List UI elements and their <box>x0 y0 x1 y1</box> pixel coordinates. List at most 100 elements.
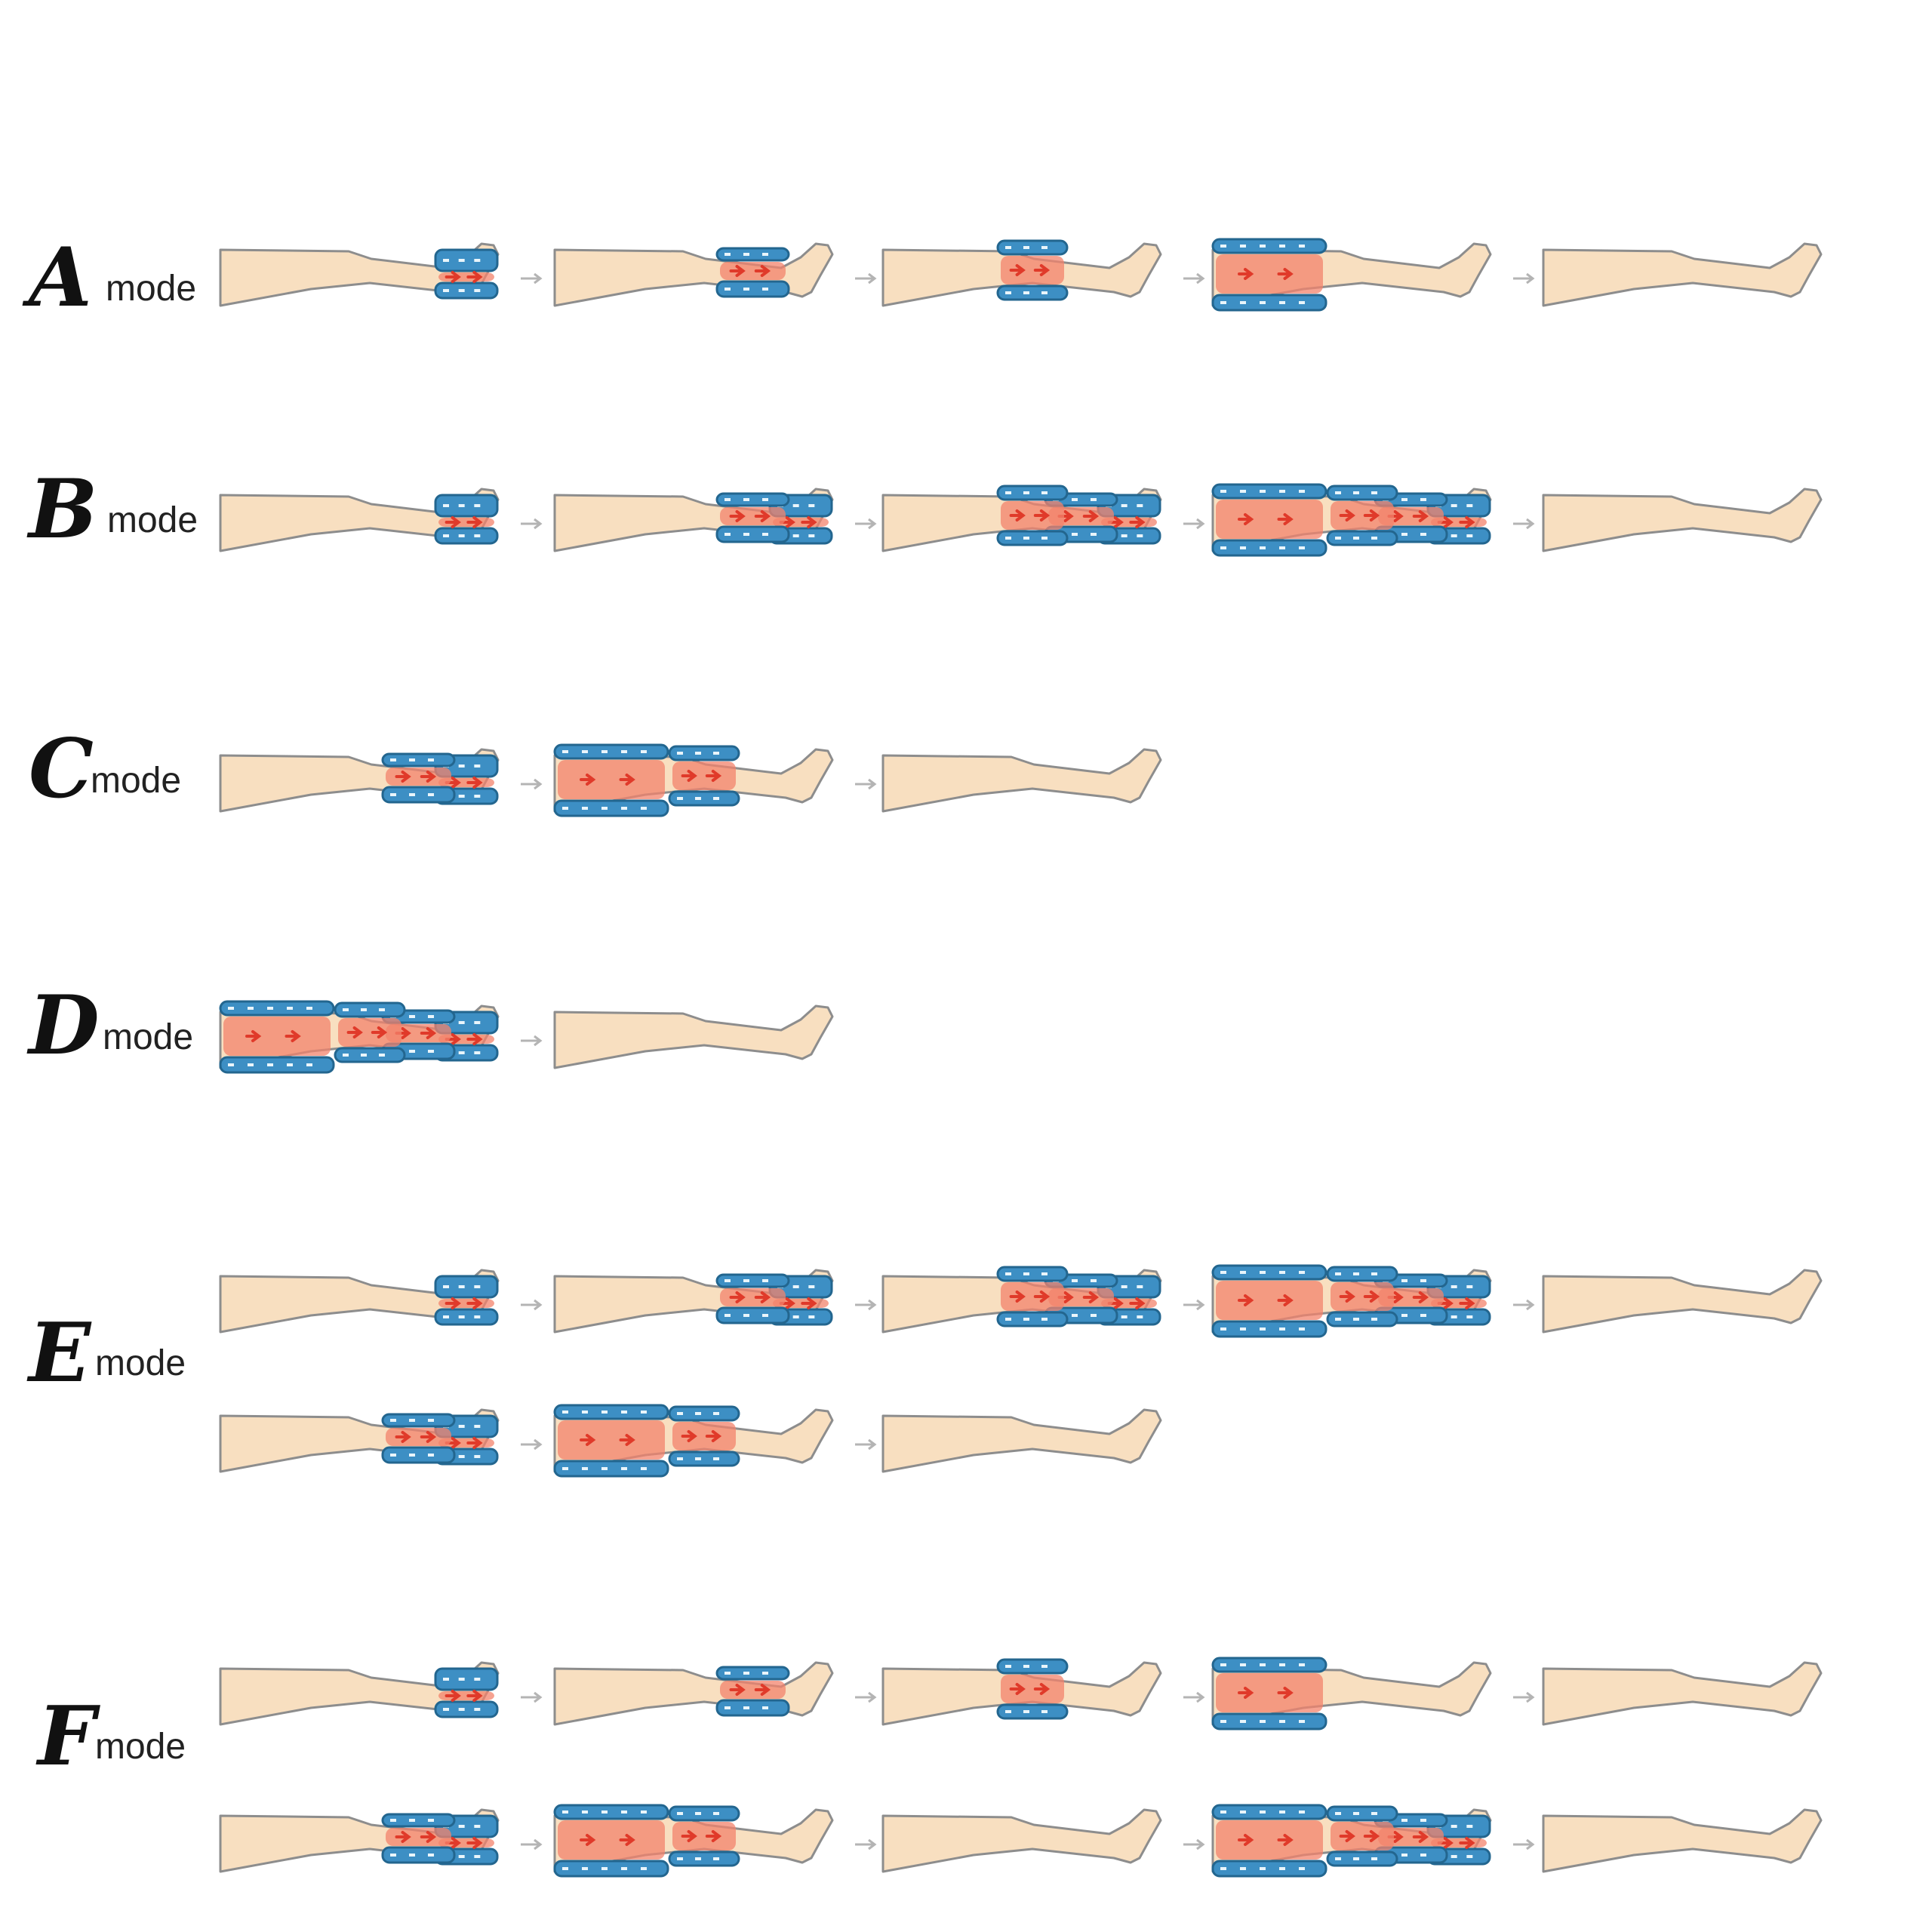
cuff-air-dot <box>808 1285 815 1288</box>
leg-illustration <box>219 748 500 813</box>
pressure-area <box>1216 500 1323 539</box>
pressure-area <box>438 1299 494 1308</box>
cuff-band-top <box>1326 485 1398 501</box>
flow-arrow <box>395 771 411 783</box>
cuff-air-dot <box>458 795 465 798</box>
cuff-air-dot <box>1420 498 1426 501</box>
cuff-air-dot <box>1335 1812 1341 1815</box>
cuff-air-dot <box>1353 1318 1359 1321</box>
flow-arrow <box>1033 264 1051 276</box>
cuff-band-top <box>381 752 456 768</box>
flow-arrow <box>285 1030 301 1042</box>
flow-arrow <box>420 1431 437 1443</box>
cuff-air-dot <box>390 1419 396 1422</box>
cuff-air-dot <box>1041 537 1048 540</box>
cuff-air-dot <box>808 504 815 507</box>
cuff-air-dot <box>677 1857 683 1860</box>
flow-arrow <box>1238 1834 1254 1846</box>
cuff-air-dot <box>1041 491 1048 494</box>
step-arrow <box>855 518 877 530</box>
cuff-band-top <box>668 1405 740 1422</box>
cuff-air-dot <box>1401 1314 1407 1317</box>
cuff-band-top <box>553 1804 669 1820</box>
cuff-air-dot <box>1240 1327 1246 1331</box>
pressure-area <box>672 1422 736 1451</box>
cuff-air-dot <box>1260 301 1266 304</box>
cuff-air-dot <box>1279 1867 1285 1870</box>
cuff-air-dot <box>409 1454 415 1457</box>
flow-arrow <box>466 1437 483 1449</box>
mode-c-word: mode <box>91 761 181 801</box>
leg-illustration <box>881 485 1162 552</box>
cuff-air-dot <box>724 1314 731 1317</box>
cuff-band-bottom <box>381 786 456 804</box>
cuff-band-top <box>219 1000 335 1017</box>
cuff-air-dot <box>1401 1279 1407 1282</box>
cuff-air-dot <box>1260 245 1266 248</box>
cuff-air-dot <box>601 1467 608 1470</box>
cuff-band-bottom <box>434 527 499 545</box>
cuff-band-top <box>434 248 499 272</box>
cuff-air-dot <box>562 1810 568 1814</box>
cuff-band-bottom <box>381 1846 456 1864</box>
step-arrow <box>521 1691 543 1703</box>
leg-illustration <box>219 1661 500 1726</box>
cuff-air-dot <box>621 1867 627 1870</box>
flow-arrow <box>681 1830 697 1842</box>
flow-arrow <box>705 1430 722 1442</box>
cuff-air-dot <box>1137 534 1143 537</box>
cuff-air-dot <box>1023 1272 1029 1275</box>
leg-shape <box>1542 1269 1823 1334</box>
cuff-air-dot <box>1005 537 1011 540</box>
cuff-air-dot <box>1041 291 1048 294</box>
cuff-band-top <box>553 1404 669 1420</box>
step-arrow <box>1183 1299 1205 1311</box>
cuff-band-bottom <box>715 280 790 298</box>
cuff-air-dot <box>1299 1867 1305 1870</box>
cuff-air-dot <box>1041 1272 1048 1275</box>
cuff-air-dot <box>379 1008 385 1011</box>
leg-illustration <box>881 748 1162 813</box>
cuff-air-dot <box>458 764 465 768</box>
pressure-area <box>438 1438 494 1447</box>
flow-arrow <box>1363 1830 1380 1842</box>
cuff-air-dot <box>443 289 449 292</box>
cuff-air-dot <box>458 259 465 262</box>
cuff-air-dot <box>474 1425 481 1428</box>
flow-arrow <box>395 1831 411 1843</box>
flow-arrow <box>466 516 483 528</box>
cuff-band-bottom <box>334 1047 406 1063</box>
cuff-air-dot <box>621 1810 627 1814</box>
cuff-band-bottom <box>996 285 1069 301</box>
flow-arrow <box>346 1026 363 1038</box>
cuff-band-bottom <box>1211 1712 1327 1730</box>
leg-illustration <box>219 1000 500 1074</box>
cuff-air-dot <box>1240 301 1246 304</box>
cuff-air-dot <box>428 1854 434 1857</box>
cuff-air-dot <box>1451 504 1457 507</box>
cuff-air-dot <box>361 1008 367 1011</box>
flow-arrow <box>801 1297 817 1309</box>
cuff-air-dot <box>724 253 731 256</box>
cuff-air-dot <box>1279 546 1285 549</box>
pressure-area <box>1001 1675 1064 1703</box>
cuff-air-dot <box>443 1678 449 1681</box>
cuff-air-dot <box>458 1678 465 1681</box>
cuff-air-dot <box>1466 1855 1473 1858</box>
cuff-air-dot <box>562 750 568 753</box>
cuff-air-dot <box>1121 534 1128 537</box>
cuff-air-dot <box>695 752 701 755</box>
leg-illustration <box>1211 1804 1492 1878</box>
flow-arrow <box>1129 516 1146 528</box>
cuff-air-dot <box>1371 537 1377 540</box>
cuff-air-dot <box>1041 1665 1048 1668</box>
mode-d-letter: D <box>26 978 100 1073</box>
cuff-air-dot <box>361 1054 367 1057</box>
cuff-air-dot <box>621 1411 627 1414</box>
cuff-air-dot <box>1466 1825 1473 1828</box>
cuff-air-dot <box>1279 1720 1285 1723</box>
cuff-air-dot <box>458 1855 465 1858</box>
cuff-air-dot <box>713 1857 719 1860</box>
cuff-air-dot <box>1466 1315 1473 1318</box>
leg-illustration <box>553 1661 834 1726</box>
